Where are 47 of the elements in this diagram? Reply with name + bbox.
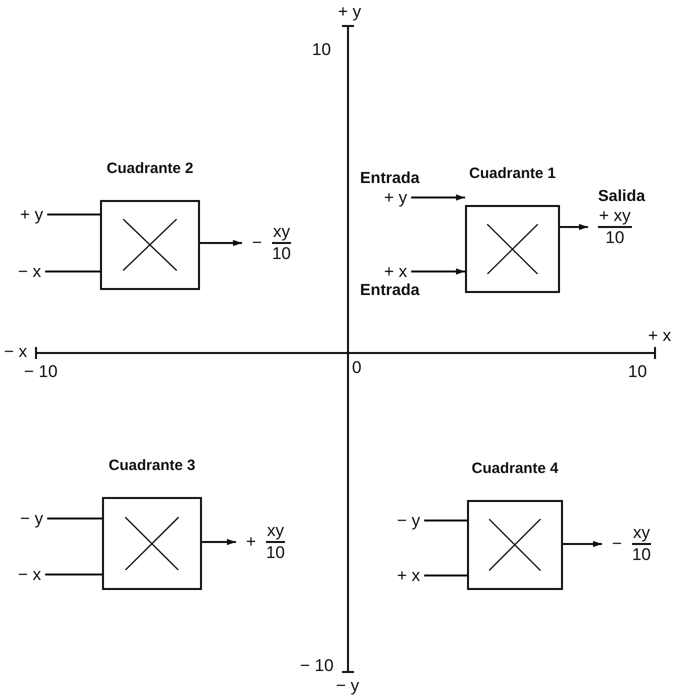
arrow bbox=[411, 268, 465, 275]
axis-label: − x bbox=[4, 342, 28, 362]
tick-label: − 10 bbox=[24, 362, 58, 382]
fraction-denominator: 10 bbox=[272, 244, 291, 264]
fraction-numerator: xy bbox=[266, 521, 285, 543]
quadrant-heading: Cuadrante 4 bbox=[470, 460, 560, 477]
connector-line bbox=[45, 270, 100, 272]
sign-label: − bbox=[612, 534, 622, 553]
connector-line bbox=[47, 214, 100, 216]
arrow bbox=[202, 538, 236, 546]
axis-label: + x bbox=[648, 326, 672, 346]
sign-label: − bbox=[252, 233, 262, 252]
input-label: + y bbox=[384, 188, 408, 207]
axis-label: − y bbox=[336, 676, 360, 696]
fraction-denominator: 10 bbox=[605, 228, 624, 248]
quadrant-heading: Cuadrante 2 bbox=[106, 160, 194, 177]
input-caption: Entrada bbox=[360, 282, 420, 300]
arrow bbox=[200, 240, 242, 246]
input-caption: Entrada bbox=[360, 170, 420, 188]
fraction-numerator: + xy bbox=[598, 206, 632, 228]
input-label: − x bbox=[18, 262, 42, 281]
arrow bbox=[563, 540, 602, 548]
input-label: + x bbox=[384, 262, 408, 281]
fraction-denominator: 10 bbox=[632, 545, 651, 565]
connector-line bbox=[47, 518, 102, 520]
fraction-numerator: xy bbox=[272, 222, 291, 244]
connector-line bbox=[45, 574, 102, 576]
input-label: − x bbox=[18, 565, 42, 584]
tick-label: 10 bbox=[312, 40, 331, 60]
tick-label: 10 bbox=[628, 362, 647, 382]
arrow bbox=[411, 194, 465, 201]
input-label: − y bbox=[397, 511, 420, 530]
quadrant-heading: Cuadrante 1 bbox=[468, 165, 557, 182]
arrow bbox=[560, 224, 588, 230]
quadrant-heading: Cuadrante 3 bbox=[108, 457, 196, 474]
axis-label: + y bbox=[338, 2, 362, 22]
tick-label: − 10 bbox=[300, 656, 334, 676]
input-label: + y bbox=[20, 205, 44, 224]
fraction-denominator: 10 bbox=[266, 543, 285, 563]
tick-label: 0 bbox=[352, 358, 362, 378]
connector-line bbox=[424, 520, 467, 522]
input-label: + x bbox=[397, 566, 420, 585]
input-label: − y bbox=[20, 509, 44, 528]
sign-label: + bbox=[246, 532, 256, 551]
fraction-numerator: xy bbox=[632, 523, 651, 545]
connector-line bbox=[424, 574, 467, 576]
output-caption: Salida bbox=[598, 188, 646, 206]
